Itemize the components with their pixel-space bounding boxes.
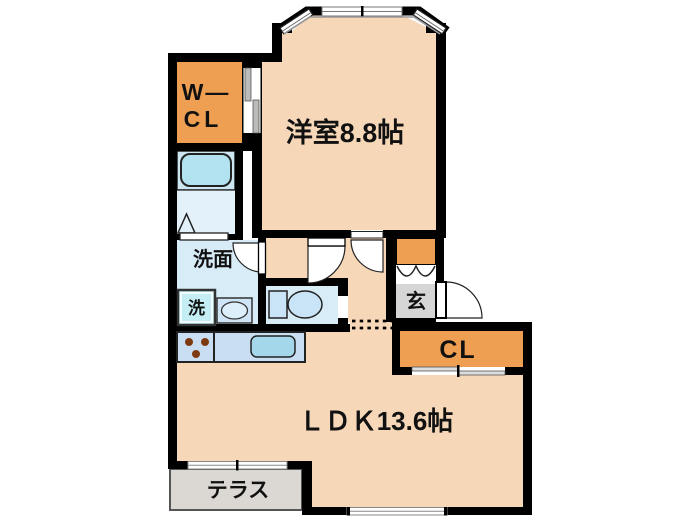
bay-window-left-slope-line: [281, 12, 312, 32]
entrance-step-line: [396, 318, 436, 322]
washer-label: 洗: [188, 298, 205, 318]
front-door-arc: [445, 281, 483, 319]
doors: [176, 212, 483, 319]
closet-door-tick: [457, 365, 460, 377]
entrance-shelf: [396, 265, 436, 286]
fixtures: [176, 153, 392, 363]
wall-ldk-step: [302, 461, 312, 515]
ldk-terrace-window-tick: [236, 460, 239, 471]
closet-door-panel-1: [411, 366, 459, 372]
wall-toilet-top: [258, 278, 348, 286]
front-door-leaf: [435, 281, 447, 319]
bathtub: [180, 153, 232, 187]
closet-label: CL: [439, 336, 476, 364]
bay-window-floor: [290, 14, 438, 33]
washroom-label: 洗面: [193, 248, 233, 271]
toilet-door-gap: [338, 296, 348, 318]
bay-window-top-tick: [361, 6, 364, 17]
wall-closet-bottom-left: [392, 367, 412, 375]
western-room-label: 洋室8.8帖: [286, 117, 405, 148]
wall-wcl-top: [168, 53, 282, 62]
bay-window-right-slope-line: [414, 12, 445, 32]
bath-threshold: [179, 232, 229, 241]
wcl-door-panel-1: [244, 67, 252, 102]
closet-area: [400, 331, 523, 367]
stove-burner-2: [201, 338, 209, 346]
wall-bath-threshold-left: [168, 234, 180, 240]
wall-step-vertical: [272, 23, 282, 62]
entrance-area: [396, 284, 436, 318]
wall-western-bottom-right: [383, 230, 446, 238]
wall-bath-right: [235, 143, 243, 240]
shoe-cabinet: [395, 237, 437, 266]
wall-washroom-right-top: [258, 238, 266, 242]
entrance-shelf-arcs: [396, 264, 436, 277]
western-room-area-left: [262, 62, 284, 238]
wall-ldk-bottom-right: [447, 507, 532, 515]
wall-closet-left: [392, 331, 400, 367]
washing-machine: [176, 288, 217, 327]
terrace-label: テラス: [207, 479, 270, 502]
wall-toilet-right-bottom: [338, 318, 348, 328]
western-room-area: [282, 33, 436, 238]
wall-wcl-bottom: [168, 143, 252, 151]
western-room-door-leaf: [350, 231, 384, 239]
wall-left: [168, 53, 177, 469]
wall-washroom-right-bottom: [258, 274, 266, 330]
wcl-label-line2: CL: [184, 106, 223, 132]
corridor-door-arc: [307, 245, 346, 284]
labels: 洋室8.8帖 W— CL 洗面 洗 玄 CL ＬＤＫ13.6帖 テラス: [182, 79, 476, 502]
wall-western-right: [436, 23, 446, 238]
corridor-door-leaf: [307, 237, 346, 247]
wcl-door-panel-2: [252, 99, 260, 134]
kitchen-sink: [250, 335, 296, 358]
wall-bath-threshold-right: [228, 234, 243, 240]
wall-ldk-bottom-left: [302, 507, 347, 515]
stove-burner-1: [185, 338, 193, 346]
bay-window-sill: [283, 16, 441, 35]
washroom-sink-bowl: [220, 301, 249, 320]
stove-burner-3: [192, 350, 200, 358]
wall-right: [523, 322, 532, 515]
wall-entrance-left: [386, 238, 396, 322]
wall-kitchen-top: [168, 324, 350, 332]
boundary-dotted-line: [352, 319, 392, 330]
toilet-bowl: [287, 290, 323, 319]
closet-door-panel-2: [458, 370, 506, 376]
walk-in-closet-area: [177, 62, 242, 143]
ldk-south-window-cap-left: [347, 507, 350, 516]
wall-entrance-right: [436, 238, 444, 282]
wall-western-bottom-left: [252, 230, 351, 238]
wall-closet-bottom-right: [505, 367, 532, 375]
wcl-label-line1: W—: [182, 79, 231, 105]
toilet-tank: [268, 290, 288, 319]
washing-machine-inner: [180, 292, 213, 323]
entrance-label: 玄: [406, 289, 426, 313]
western-room-door-arc: [350, 239, 384, 273]
wall-closet-top: [392, 322, 532, 331]
wall-toilet-right-top: [338, 278, 348, 296]
windows: [187, 6, 506, 516]
wall-terrace-top-right: [287, 461, 303, 469]
ldk-south-window-cap-right: [444, 507, 447, 516]
washroom-door-leaf: [257, 241, 267, 275]
ldk-label: ＬＤＫ13.6帖: [299, 406, 454, 436]
wall-terrace-top-left: [168, 461, 188, 469]
